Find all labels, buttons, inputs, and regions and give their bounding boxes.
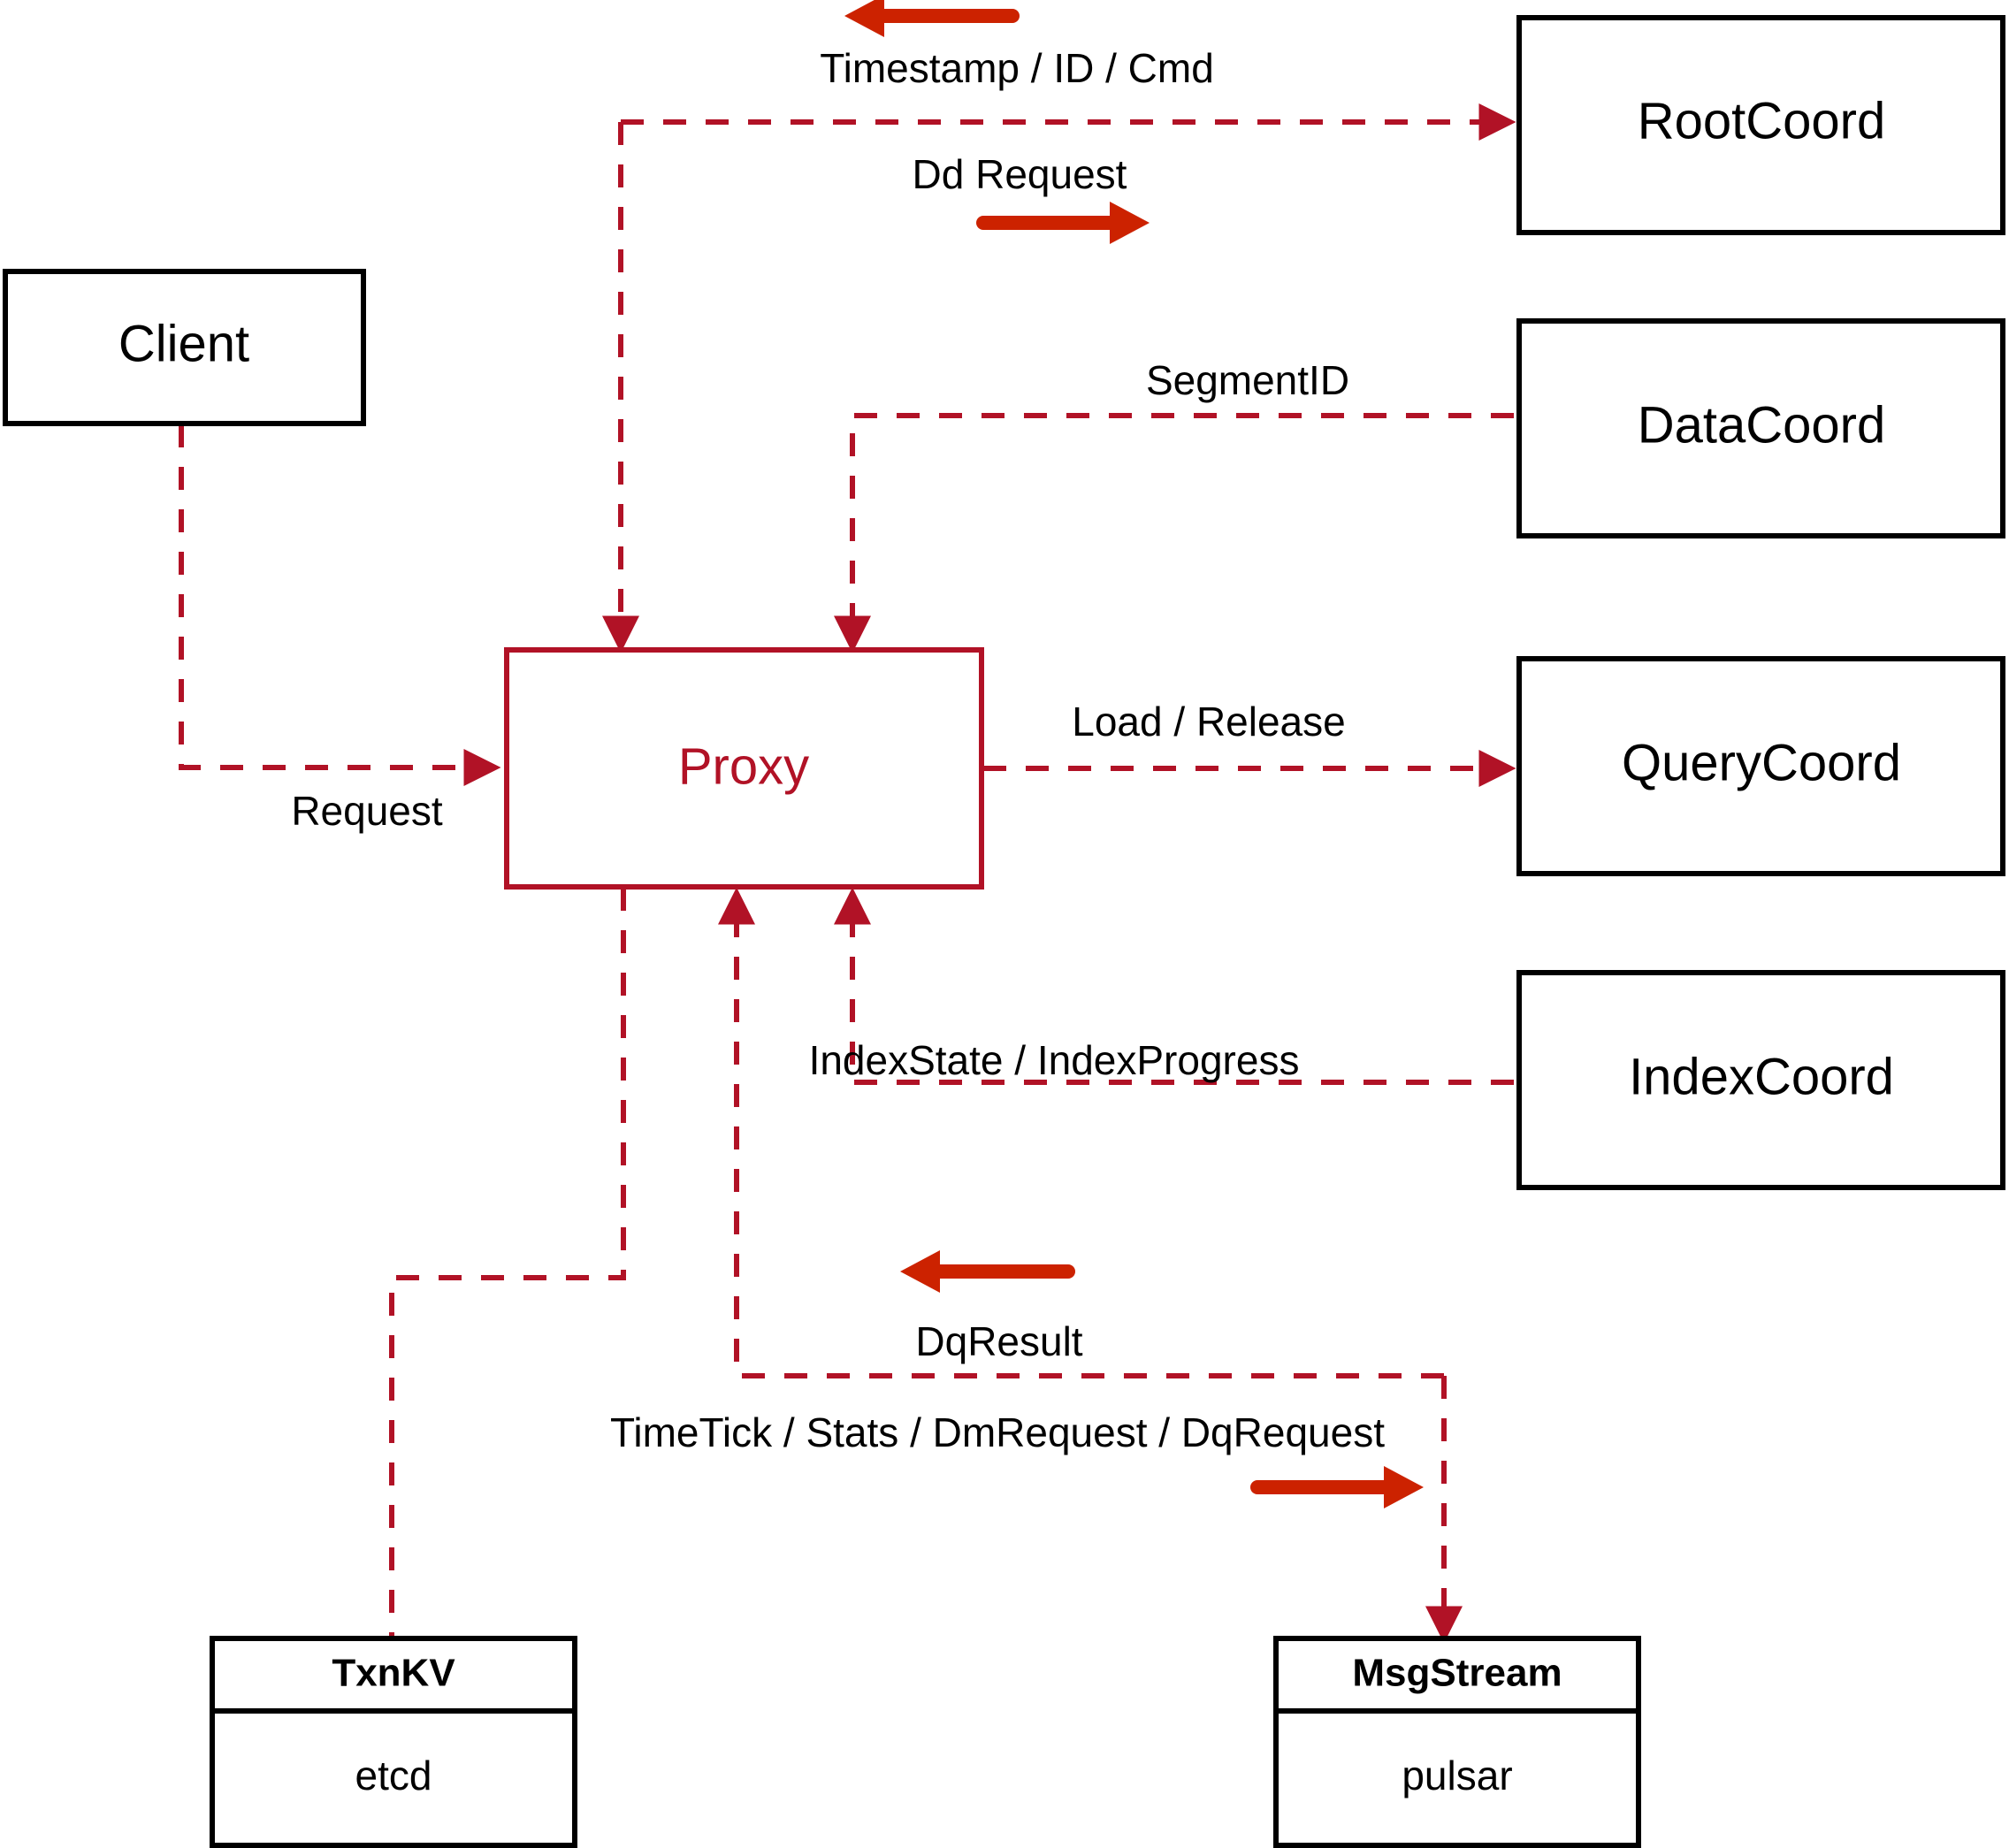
edge-label-timestamp-id-cmd: Timestamp / ID / Cmd xyxy=(820,45,1214,91)
direction-arrow-dqresult xyxy=(900,1250,1075,1293)
direction-arrow-timestamp xyxy=(844,0,1020,37)
edge-label-segmentid: SegmentID xyxy=(1146,357,1349,403)
edge-client-to-proxy xyxy=(179,424,501,786)
node-querycoord-label: QueryCoord xyxy=(1622,734,1901,791)
edge-label-load-release: Load / Release xyxy=(1072,699,1345,745)
direction-arrow-dd-request xyxy=(976,202,1150,244)
node-client[interactable]: Client xyxy=(3,269,366,426)
node-txnkv-header: TxnKV xyxy=(332,1652,455,1695)
node-rootcoord-label: RootCoord xyxy=(1638,92,1885,149)
node-datacoord-label: DataCoord xyxy=(1638,396,1885,454)
edge-label-request: Request xyxy=(291,788,443,834)
edge-proxy-to-txnkv xyxy=(389,888,626,1638)
node-txnkv[interactable]: TxnKV etcd xyxy=(210,1636,577,1848)
edge-label-dd-request: Dd Request xyxy=(913,151,1127,197)
node-proxy[interactable]: Proxy xyxy=(504,647,984,890)
node-datacoord[interactable]: DataCoord xyxy=(1516,318,2005,538)
node-msgstream-header: MsgStream xyxy=(1352,1652,1562,1695)
edge-label-timetick-stats-dmrequest-dqrequest: TimeTick / Stats / DmRequest / DqRequest xyxy=(610,1409,1385,1455)
node-indexcoord[interactable]: IndexCoord xyxy=(1516,970,2005,1190)
edge-label-indexstate-indexprogress: IndexState / IndexProgress xyxy=(809,1037,1300,1083)
edge-indexcoord-to-proxy xyxy=(834,887,1514,1085)
edge-label-dqresult: DqResult xyxy=(915,1318,1082,1364)
node-client-label: Client xyxy=(118,315,249,372)
node-indexcoord-label: IndexCoord xyxy=(1629,1048,1894,1105)
node-querycoord[interactable]: QueryCoord xyxy=(1516,656,2005,876)
edge-datacoord-to-proxy xyxy=(834,413,1514,653)
node-msgstream[interactable]: MsgStream pulsar xyxy=(1273,1636,1641,1848)
node-msgstream-body: pulsar xyxy=(1402,1753,1512,1798)
node-rootcoord[interactable]: RootCoord xyxy=(1516,15,2005,235)
edge-msgstream-to-proxy xyxy=(718,887,1444,1378)
direction-arrow-timetick xyxy=(1250,1466,1424,1508)
node-txnkv-body: etcd xyxy=(355,1753,432,1798)
node-proxy-label: Proxy xyxy=(678,737,809,795)
